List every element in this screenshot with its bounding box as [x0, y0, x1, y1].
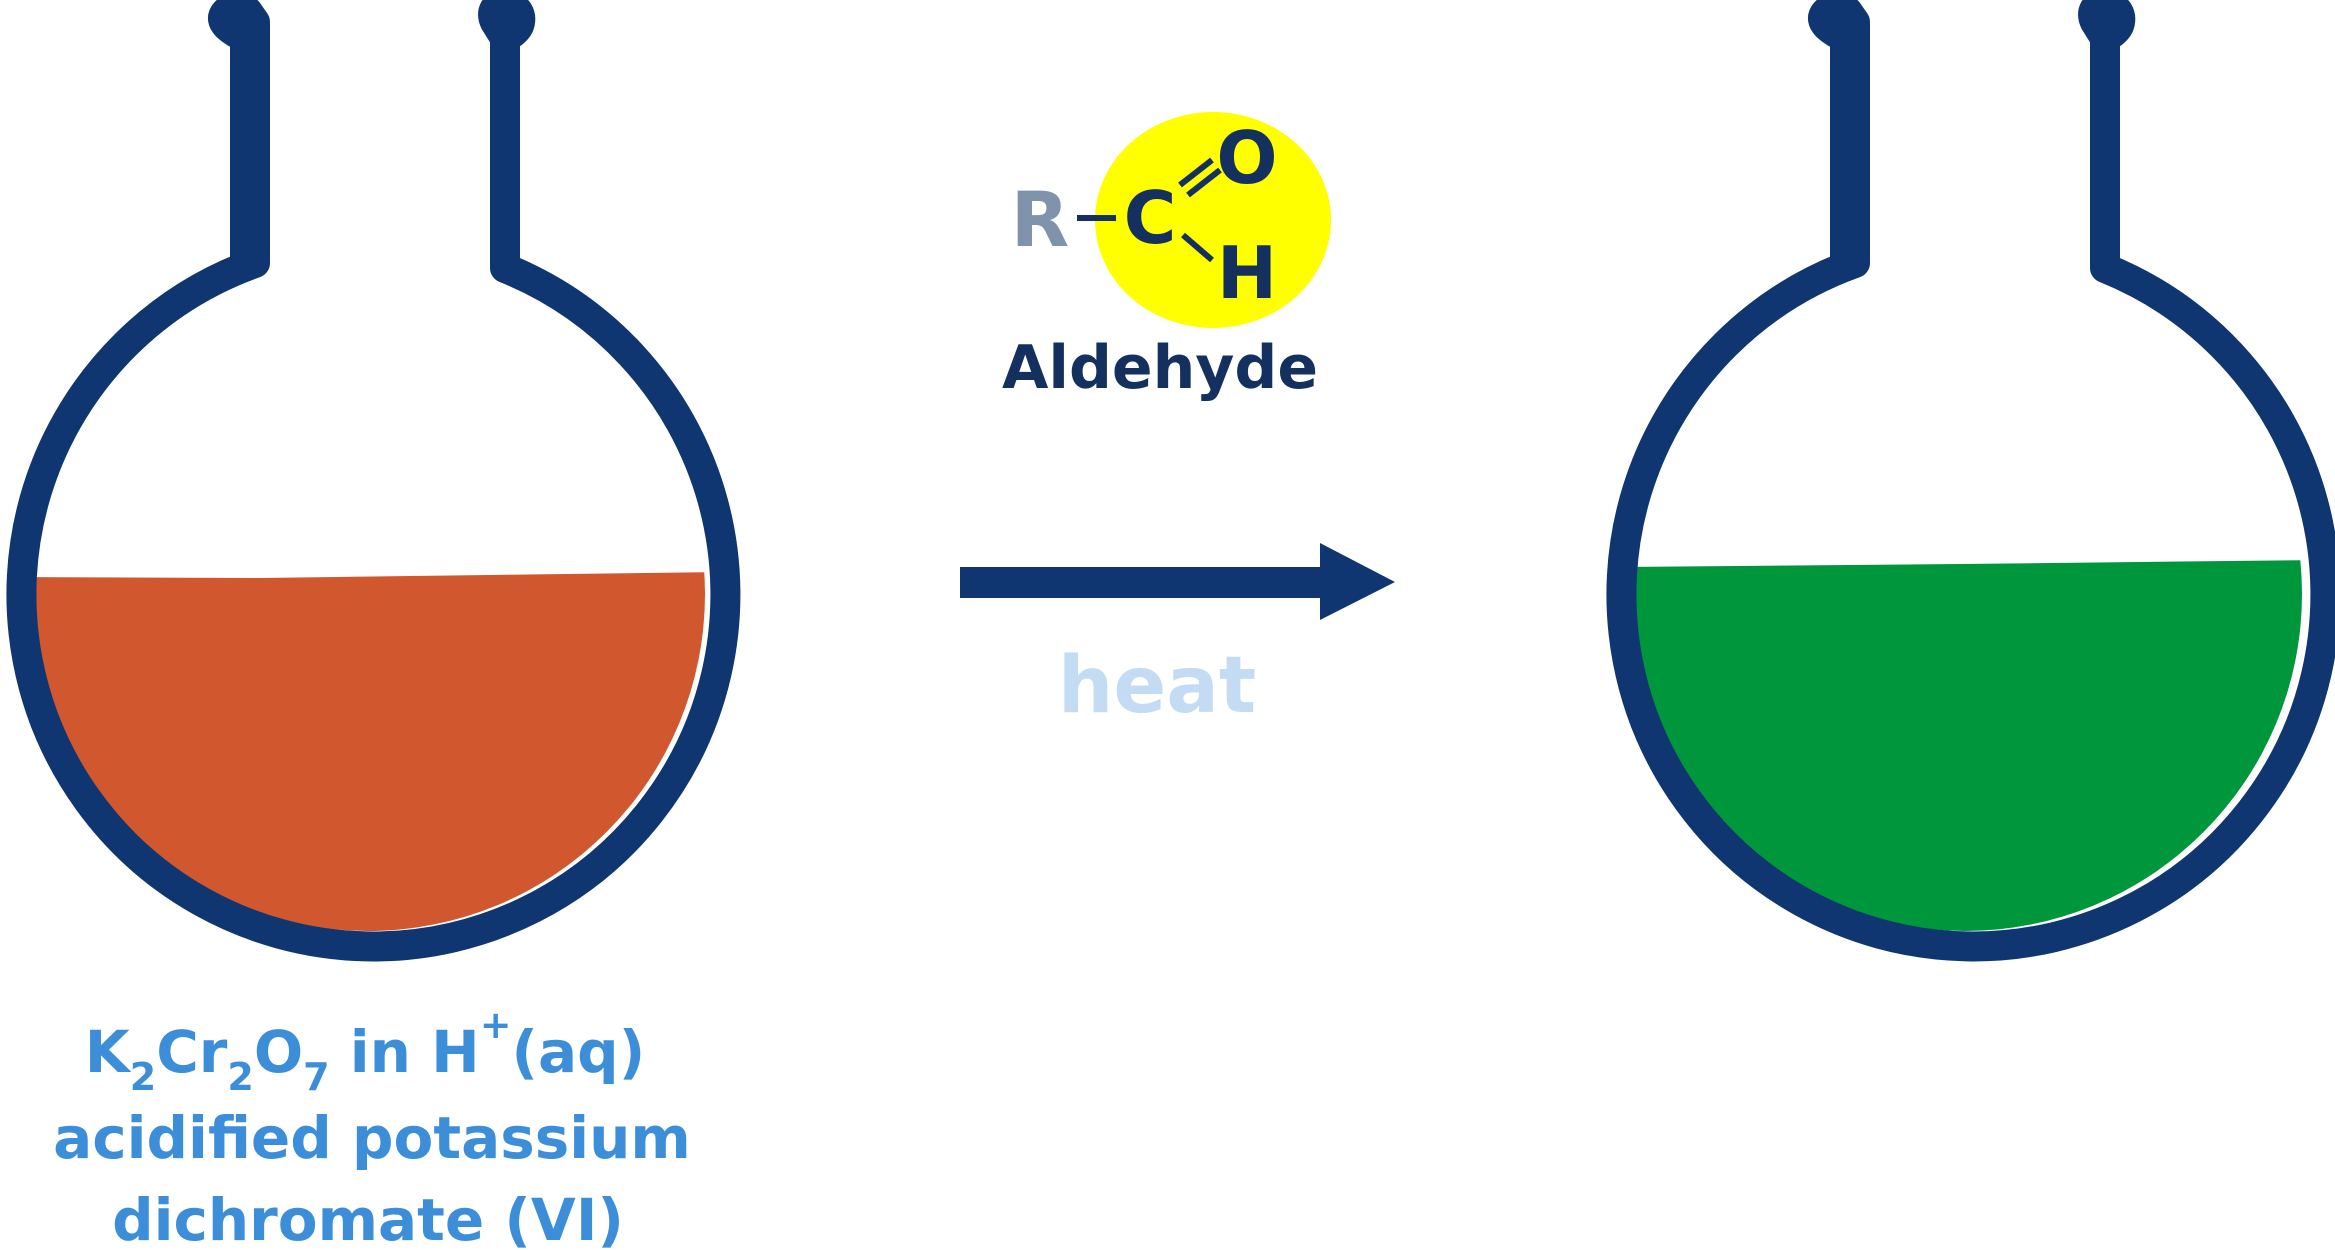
formula-in-h: in H: [330, 1018, 480, 1086]
right-flask-outline: [1606, 0, 2335, 962]
hydrogen-label: H: [1217, 231, 1277, 315]
carbon-label: C: [1124, 176, 1177, 260]
formula-o: O: [254, 1018, 303, 1086]
formula-cr: Cr: [156, 1018, 228, 1086]
aldehyde-structure: R C O H Aldehyde: [1002, 112, 1331, 403]
aldehyde-name: Aldehyde: [1002, 333, 1318, 403]
reagent-formula: K2Cr2O7 in H+(aq): [85, 1003, 645, 1099]
left-flask: [6, 0, 741, 962]
heat-label: heat: [1058, 641, 1256, 731]
c-h-bond: [1181, 232, 1214, 263]
c-o-double-bond-2: [1186, 167, 1222, 198]
reagent-name-line2: dichromate (VI): [112, 1186, 624, 1250]
reagent-label: K2Cr2O7 in H+(aq) acidified potassium di…: [53, 1003, 691, 1250]
aldehyde-highlight: [1095, 112, 1331, 328]
arrow-shaft: [960, 567, 1330, 598]
left-flask-outline: [6, 0, 741, 962]
formula-sub-7: 7: [303, 1055, 329, 1099]
formula-sub-2b: 2: [227, 1055, 253, 1099]
formula-sub-2a: 2: [130, 1055, 156, 1099]
c-o-double-bond-1: [1178, 157, 1214, 188]
formula-k: K: [85, 1018, 132, 1086]
reagent-name-line1: acidified potassium: [53, 1104, 691, 1172]
reaction-arrow: [960, 543, 1395, 620]
formula-aq: (aq): [512, 1018, 646, 1086]
right-flask: [1606, 0, 2335, 962]
formula-sup-plus: +: [480, 1003, 512, 1047]
oxygen-label: O: [1216, 116, 1277, 200]
r-group-label: R: [1011, 175, 1070, 264]
arrow-head: [1320, 543, 1395, 620]
